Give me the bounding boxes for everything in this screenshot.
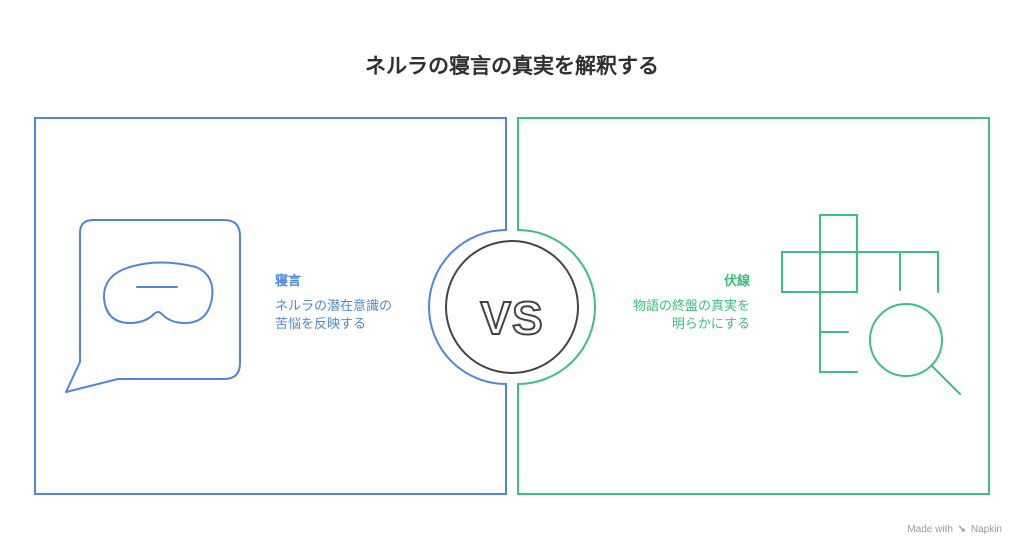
vs-label-wrapper: VS xyxy=(445,251,579,385)
vs-circle xyxy=(445,240,579,374)
crossword-magnifier-icon xyxy=(781,214,961,395)
vs-text: VS xyxy=(480,292,543,344)
page-title: ネルラの寝言の真実を解釈する xyxy=(365,54,659,78)
made-with-text: Made with xyxy=(907,524,953,535)
napkin-brand: Napkin xyxy=(970,524,1002,535)
sleep-mask-speech-bubble-icon xyxy=(65,219,241,393)
left-heading: 寝言 xyxy=(275,274,302,289)
vs-label: VS xyxy=(479,291,543,345)
right-description: 物語の終盤の真実を 明らかにする xyxy=(632,299,750,332)
left-panel xyxy=(34,117,507,495)
made-with-credit: Made with ➘ Napkin xyxy=(907,524,1002,535)
left-description: ネルラの潜在意識の 苦悩を反映する xyxy=(275,299,393,332)
right-panel xyxy=(517,117,990,495)
right-heading: 伏線 xyxy=(723,274,750,289)
napkin-logo-icon: ➘ xyxy=(957,524,967,535)
